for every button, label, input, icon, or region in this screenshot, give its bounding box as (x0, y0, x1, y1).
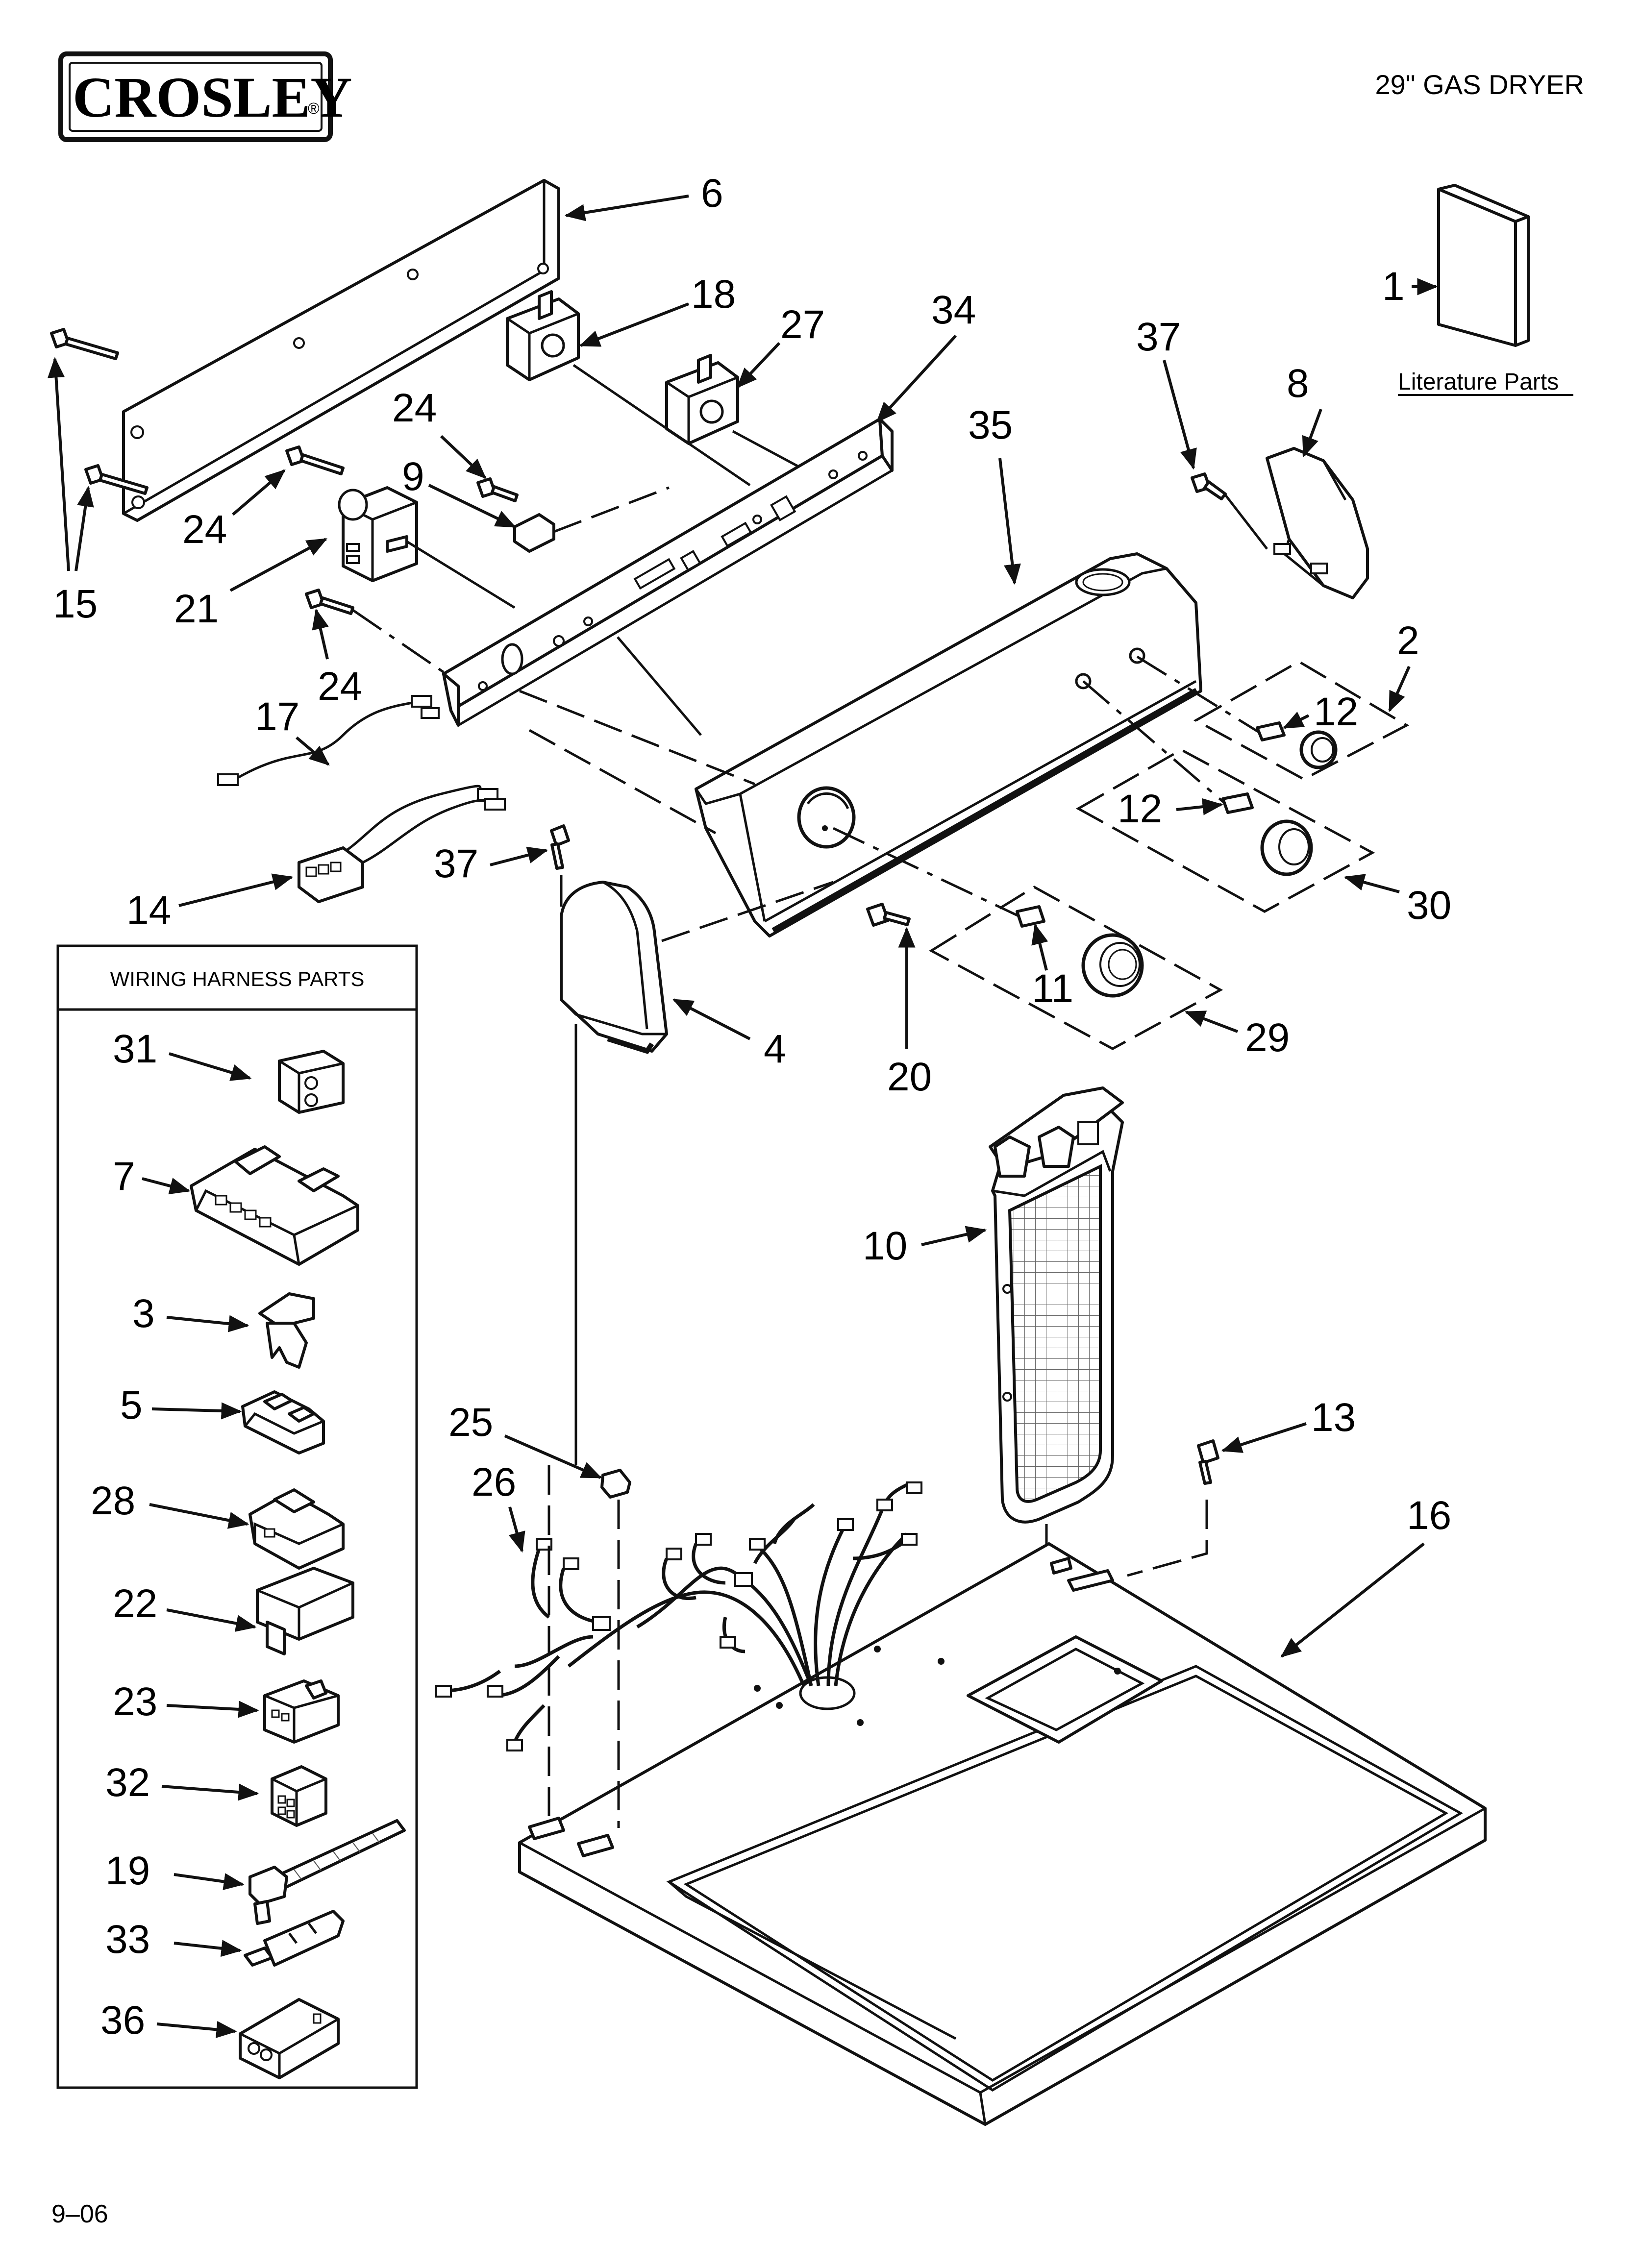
callout-10: 10 (863, 1224, 907, 1268)
screw-37b (550, 824, 570, 870)
literature-parts-label: Literature Parts (1398, 369, 1559, 395)
connector-23 (263, 1679, 340, 1744)
callout-37b: 37 (434, 841, 478, 886)
side-trim-8 (1266, 447, 1369, 599)
clip-5 (241, 1390, 325, 1454)
callout-12b: 12 (1118, 787, 1162, 831)
screw-15a (50, 328, 119, 360)
screw-13 (1197, 1439, 1219, 1485)
knob-group-29-box (929, 886, 1223, 1050)
connector-7 (190, 1145, 359, 1266)
callout-12a: 12 (1314, 690, 1358, 734)
model-title: 29" GAS DRYER (1375, 69, 1584, 100)
spring-12a (1256, 721, 1286, 741)
callout-w31: 31 (113, 1027, 157, 1071)
wire-17 (217, 695, 440, 786)
date-code: 9–06 (51, 2200, 108, 2228)
harness-connectors (435, 1481, 922, 1751)
console-rear-panel (122, 179, 560, 522)
callout-25: 25 (448, 1400, 493, 1445)
callout-w32: 32 (105, 1760, 150, 1805)
connector-31 (278, 1050, 345, 1114)
callout-21: 21 (174, 587, 219, 631)
callout-24b: 24 (392, 386, 437, 430)
control-bracket (442, 418, 894, 727)
callout-35: 35 (968, 403, 1013, 447)
callout-8: 8 (1287, 361, 1309, 406)
screw-24c (305, 589, 354, 615)
callout-15: 15 (53, 582, 98, 626)
console-35 (695, 552, 1202, 937)
main-harness-26 (443, 1483, 908, 1743)
callout-37a: 37 (1136, 315, 1181, 359)
callout-18: 18 (691, 272, 736, 317)
clip-3 (258, 1292, 315, 1369)
callout-w5: 5 (120, 1383, 143, 1428)
connector-28 (249, 1488, 345, 1570)
callout-w3: 3 (132, 1291, 155, 1336)
wire-14 (298, 785, 506, 903)
literature-booklet (1437, 184, 1530, 347)
top-panel-16 (518, 1542, 1487, 2126)
connector-32 (271, 1765, 327, 1827)
callout-w7: 7 (113, 1154, 135, 1199)
callout-1: 1 (1382, 264, 1405, 309)
callout-w22: 22 (113, 1581, 157, 1626)
callout-w23: 23 (113, 1679, 157, 1724)
connector-22 (256, 1567, 354, 1655)
screw-20 (866, 903, 911, 927)
valve-18-leader (572, 364, 751, 487)
valve-27 (665, 354, 739, 445)
timer-21 (338, 486, 418, 582)
callout-24c: 24 (318, 664, 362, 709)
callout-27: 27 (780, 302, 825, 347)
valve-18 (506, 290, 580, 381)
screw-24b (476, 477, 519, 502)
callout-16: 16 (1407, 1493, 1451, 1538)
callout-24a: 24 (182, 507, 227, 552)
knob-29 (1081, 933, 1144, 998)
cable-tie-19 (249, 1819, 406, 1925)
brand-logo: CROSLEY ® (58, 51, 352, 142)
screw-37a (1191, 472, 1227, 500)
clip-9 (513, 513, 555, 553)
knob-group-2-box (1193, 660, 1410, 781)
callout-w28: 28 (91, 1479, 135, 1523)
callout-20: 20 (887, 1055, 932, 1099)
knob-2 (1299, 730, 1338, 769)
callout-w19: 19 (105, 1849, 150, 1893)
console-leader (617, 636, 702, 736)
callout-4: 4 (764, 1027, 786, 1071)
callout-11: 11 (1032, 966, 1073, 1011)
wiring-box-title: WIRING HARNESS PARTS (110, 967, 365, 990)
shaft-11 (1016, 905, 1045, 928)
callout-w36: 36 (100, 1998, 145, 2043)
connector-36 (239, 1998, 340, 2079)
callout-26: 26 (472, 1460, 516, 1504)
lint-filter-10 (989, 1086, 1124, 1524)
screw-15b (84, 464, 149, 495)
brand-name: CROSLEY (73, 65, 352, 129)
callout-2: 2 (1397, 618, 1419, 663)
callout-34: 34 (931, 288, 976, 332)
knob-group-30-box (1075, 748, 1375, 913)
knob-30 (1260, 819, 1313, 876)
registered-mark: ® (308, 99, 320, 117)
callout-9: 9 (402, 454, 424, 499)
callout-6: 6 (701, 171, 723, 216)
callout-14: 14 (126, 888, 171, 933)
terminal-33 (244, 1910, 345, 1967)
callout-29: 29 (1245, 1015, 1290, 1060)
console-end-cap-4 (560, 881, 668, 1054)
callout-13: 13 (1311, 1395, 1356, 1440)
callout-17: 17 (255, 694, 299, 739)
callout-w33: 33 (105, 1917, 150, 1962)
spring-12b (1221, 792, 1254, 814)
callout-30: 30 (1407, 883, 1451, 928)
screw-24a (285, 445, 345, 475)
clip-25 (600, 1469, 631, 1499)
